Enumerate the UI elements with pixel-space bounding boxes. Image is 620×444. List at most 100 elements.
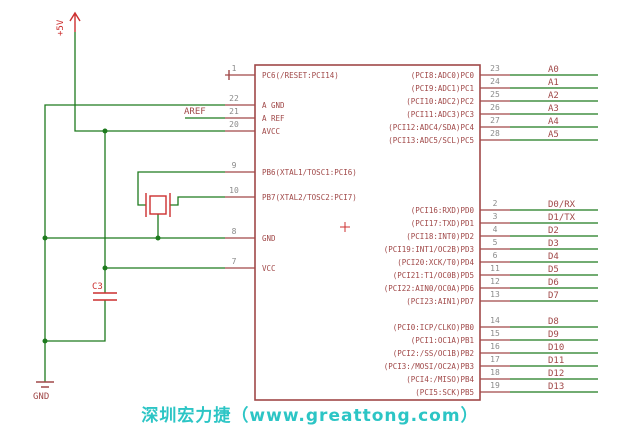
pin-label: A GND — [262, 101, 285, 110]
pin-number: 3 — [493, 212, 498, 221]
pin-number: 17 — [490, 355, 500, 364]
xtal2-wire — [170, 196, 225, 206]
net-label: A1 — [548, 78, 559, 88]
pin-number: 7 — [232, 257, 237, 266]
net-label: D5 — [548, 265, 559, 275]
pin-label: (PCI23:AIN1)PD7 — [406, 297, 474, 306]
c3-label: C3 — [92, 282, 103, 292]
origin-cross-icon — [340, 222, 350, 232]
watermark-text: 深圳宏力捷（www.greattong.com） — [141, 405, 478, 426]
c3-to-gnd-wire — [45, 300, 106, 342]
pin-label: (PCI2:/SS/OC1B)PB2 — [393, 349, 474, 358]
pin-number: 21 — [229, 107, 239, 116]
pin-label: AVCC — [262, 127, 280, 136]
pin-label: (PCI19:INT1/OC2B)PD3 — [384, 245, 474, 254]
junction-dot — [42, 338, 48, 344]
gnd-supply: GND — [33, 381, 54, 402]
net-label: D7 — [548, 291, 559, 301]
pin-number: 10 — [229, 186, 239, 195]
xtal1-wire — [137, 171, 225, 206]
junction-dot — [155, 235, 161, 241]
gnd-symbol-icon — [36, 381, 54, 388]
net-label: A2 — [548, 91, 559, 101]
pin-label: (PCI21:T1/OC0B)PD5 — [393, 271, 474, 280]
pin-label: PB7(XTAL2/TOSC2:PCI7) — [262, 193, 357, 202]
pin-number: 4 — [493, 225, 498, 234]
net-label: D9 — [548, 330, 559, 340]
pin-label: VCC — [262, 264, 276, 273]
pin-number: 14 — [490, 316, 500, 325]
pin-label: (PCI10:ADC2)PC2 — [406, 97, 474, 106]
pin-number: 13 — [490, 290, 500, 299]
plus5v-arrow-icon — [69, 11, 81, 32]
pin-label: A REF — [262, 114, 285, 123]
net-label: D8 — [548, 317, 559, 327]
net-label: D0/RX — [548, 200, 576, 210]
net-label: A4 — [548, 117, 559, 127]
net-wires — [42, 32, 225, 382]
gnd-label: GND — [33, 392, 49, 402]
pin-label: (PCI3:/MOSI/OC2A)PB3 — [384, 362, 474, 371]
net-label: D4 — [548, 252, 559, 262]
pin-number: 22 — [229, 94, 239, 103]
pin-number: 23 — [490, 64, 500, 73]
pin-number: 6 — [493, 251, 498, 260]
pin-label: (PCI17:TXD)PD1 — [411, 219, 474, 228]
pin-number: 12 — [490, 277, 500, 286]
pin-label: (PCI0:ICP/CLKO)PB0 — [393, 323, 475, 332]
pin-label: (PCI12:ADC4/SDA)PC4 — [388, 123, 474, 132]
net-label: D6 — [548, 278, 559, 288]
pin-label: (PCI8:ADC0)PC0 — [411, 71, 475, 80]
pin-label: PC6(/RESET:PCI14) — [262, 71, 339, 80]
pin-label: (PCI18:INT0)PD2 — [406, 232, 474, 241]
net-label: D13 — [548, 382, 564, 392]
junction-dot — [102, 128, 108, 134]
net-label: D1/TX — [548, 213, 576, 223]
net-label: D3 — [548, 239, 559, 249]
net-label: A0 — [548, 65, 559, 75]
pin-label: (PCI1:OC1A)PB1 — [411, 336, 474, 345]
pin-number: 20 — [229, 120, 239, 129]
plus5v-to-avcc-wire — [74, 32, 225, 132]
net-label: A3 — [548, 104, 559, 114]
resonator-body-icon — [149, 195, 167, 215]
pin-label: GND — [262, 234, 276, 243]
plus5v-label: +5V — [56, 19, 66, 36]
pin-label: (PCI13:ADC5/SCL)PC5 — [388, 136, 474, 145]
net-label: D11 — [548, 356, 564, 366]
pin-number: 9 — [232, 161, 237, 170]
pin-number: 25 — [490, 90, 500, 99]
aref-net-label: AREF — [184, 107, 206, 117]
pin-number: 16 — [490, 342, 500, 351]
pin-number: 27 — [490, 116, 500, 125]
pin-number: 11 — [490, 264, 500, 273]
ic-body — [254, 64, 481, 401]
pin-label: (PCI4:/MISO)PB4 — [406, 375, 474, 384]
pin-number: 24 — [490, 77, 500, 86]
junction-dot — [102, 265, 108, 271]
resonator-plates-icon — [145, 193, 171, 217]
net-label: D2 — [548, 226, 559, 236]
junction-dot — [42, 235, 48, 241]
pin-label: (PCI16:RXD)PD0 — [411, 206, 475, 215]
capacitor-plates-icon — [93, 292, 117, 301]
plus5v-supply: +5V — [56, 11, 81, 36]
gnd-rail-wire — [44, 104, 225, 382]
pin-label: PB6(XTAL1/TOSC1:PCI6) — [262, 168, 357, 177]
pin-number: 19 — [490, 381, 500, 390]
net-label: D12 — [548, 369, 564, 379]
pin-number: 5 — [493, 238, 498, 247]
resonator — [145, 193, 171, 217]
pin-number: 2 — [493, 199, 498, 208]
pin-number: 28 — [490, 129, 500, 138]
pin-number: 1 — [232, 64, 237, 73]
capacitor-c3: C3 — [92, 282, 117, 301]
vcc-branch-wire — [104, 131, 225, 293]
pin-label: (PCI11:ADC3)PC3 — [406, 110, 474, 119]
pin-label: (PCI9:ADC1)PC1 — [411, 84, 474, 93]
pin-label: (PCI5:SCK)PB5 — [415, 388, 474, 397]
pin-label: (PCI20:XCK/T0)PD4 — [397, 258, 474, 267]
pin-number: 18 — [490, 368, 500, 377]
